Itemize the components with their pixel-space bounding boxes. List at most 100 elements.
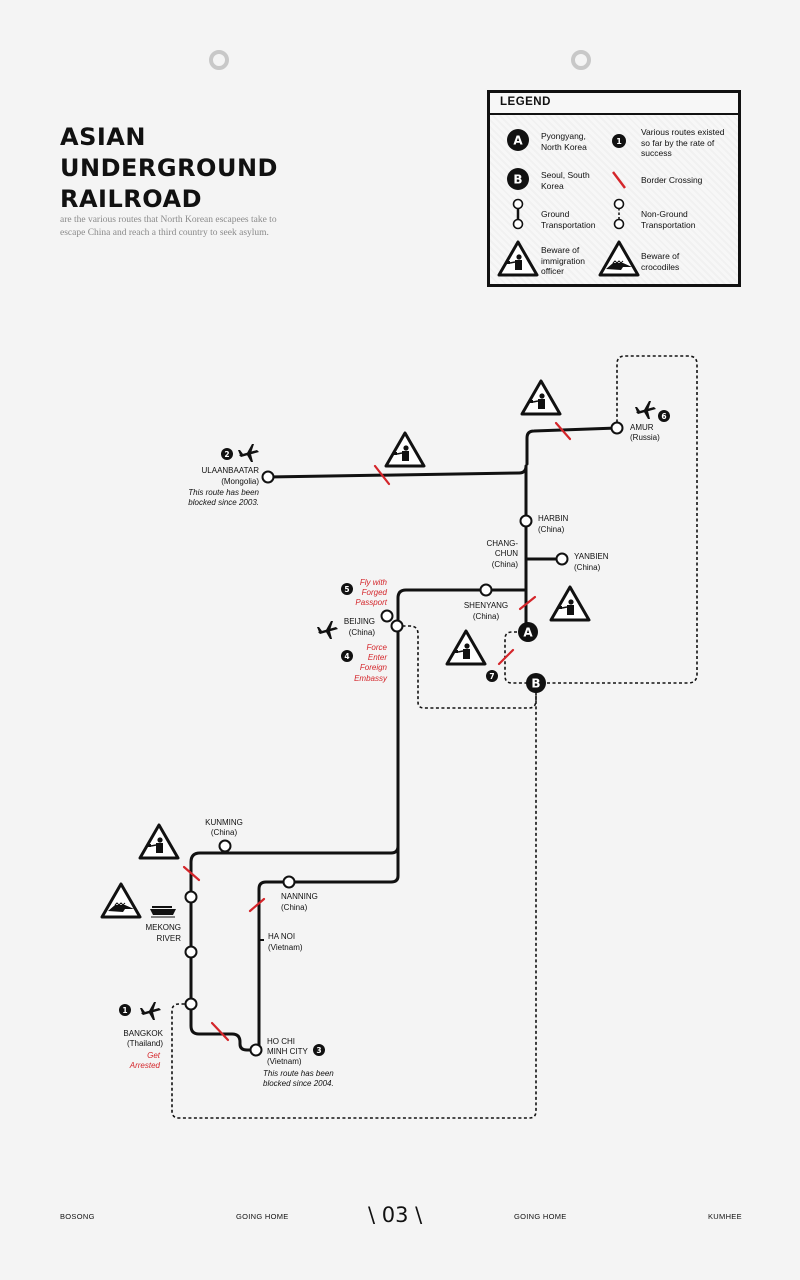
beijing-name: BEIJING xyxy=(344,617,375,626)
binder-ring-right xyxy=(571,50,591,70)
amur-name: AMUR xyxy=(630,423,654,432)
station-mekong-2 xyxy=(184,945,198,959)
route-number-badge: 4 xyxy=(341,650,353,662)
nanning-name: NANNING xyxy=(281,892,318,901)
route-1-dashed xyxy=(171,683,537,1119)
officer-warning-icon xyxy=(445,629,487,666)
route-number-badge: 1 xyxy=(119,1004,131,1016)
yanbien-name: YANBIEN xyxy=(574,552,609,561)
legend-symbols: A 1 B xyxy=(497,129,640,277)
title-line: UNDERGROUND xyxy=(60,154,278,182)
svg-text:A: A xyxy=(513,134,523,148)
officer-warning-icon xyxy=(520,379,562,416)
harbin-name: HARBIN xyxy=(538,514,568,523)
hochiminh-name-1: HO CHI xyxy=(267,1037,295,1046)
kunming-name: KUNMING xyxy=(205,818,243,827)
boat-icon xyxy=(150,906,176,918)
seoul-marker-letter: B xyxy=(531,677,540,691)
route-number-badge: 6 xyxy=(658,410,670,422)
crocodile-warning-icon xyxy=(598,240,640,277)
route-4-dashed xyxy=(397,625,537,709)
border-crossing-vietnam xyxy=(248,897,266,913)
beijing-country: (China) xyxy=(349,628,376,637)
route-number-badge: 5 xyxy=(341,583,353,595)
title-line: RAILROAD xyxy=(60,185,203,213)
title-line: ASIAN xyxy=(60,123,146,151)
hanoi-country: (Vietnam) xyxy=(268,943,303,952)
route-number-badge: 3 xyxy=(313,1044,325,1056)
legend-seoul-label: Seoul, South Korea xyxy=(541,170,590,191)
route-number-text: 2 xyxy=(224,450,229,459)
ulaanbaatar-note-2: blocked since 2003. xyxy=(188,498,259,507)
route-2-ulaanbaatar xyxy=(266,464,528,522)
legend-pyongyang-label: Pyongyang, North Korea xyxy=(541,131,587,152)
non-ground-transport-icon xyxy=(613,198,625,230)
amur-country: (Russia) xyxy=(630,433,660,442)
route4-line-1: Force xyxy=(367,643,388,652)
page-number: \ 03 \ xyxy=(368,1203,423,1227)
route-number-text: 4 xyxy=(344,652,349,661)
route5-line-3: Passport xyxy=(355,598,387,607)
page-title: ASIAN UNDERGROUND RAILROAD xyxy=(60,122,278,215)
border-crossing-mongolia xyxy=(373,464,391,486)
station-beijing-1 xyxy=(380,609,394,623)
seoul-marker-icon: B xyxy=(507,168,529,190)
footer-author-left: BOSONG xyxy=(60,1212,95,1221)
ulaanbaatar-note-1: This route has been xyxy=(188,488,259,497)
officer-warning-icon xyxy=(138,823,180,860)
nanning-country: (China) xyxy=(281,903,308,912)
route-number-text: 1 xyxy=(122,1006,127,1015)
plane-icon xyxy=(238,444,259,462)
footer-title-left: GOING HOME xyxy=(236,1212,289,1221)
ground-transport-icon xyxy=(512,198,524,230)
station-amur xyxy=(610,421,624,435)
route-number-text: 7 xyxy=(489,672,494,681)
plane-icon xyxy=(635,401,656,419)
station-nanning xyxy=(282,875,296,889)
page-subtitle: are the various routes that North Korean… xyxy=(60,215,277,238)
route-number-icon: 1 xyxy=(612,134,626,148)
station-ulaanbaatar xyxy=(261,470,275,484)
plane-icon xyxy=(317,621,338,639)
shenyang-country: (China) xyxy=(473,612,500,621)
svg-text:1: 1 xyxy=(616,137,622,146)
station-shenyang xyxy=(479,583,493,597)
station-hochiminh xyxy=(249,1043,263,1057)
legend-crocodile-label: Beware of crocodiles xyxy=(641,251,680,272)
officer-warning-icon xyxy=(549,585,591,622)
pyongyang-marker-icon: A xyxy=(507,129,529,151)
officer-warning-icon xyxy=(384,431,426,468)
changchun-name-2: CHUN xyxy=(495,549,518,558)
route-number-badge: 2 xyxy=(221,448,233,460)
bangkok-name: BANGKOK xyxy=(123,1029,163,1038)
mekong-name-1: MEKONG xyxy=(145,923,181,932)
legend-panel: LEGEND A 1 B xyxy=(487,90,741,287)
station-beijing-2 xyxy=(390,619,404,633)
route4-line-3: Foreign xyxy=(360,663,388,672)
ulaanbaatar-name: ULAANBAATAR xyxy=(202,466,260,475)
border-crossing-russia xyxy=(554,421,572,441)
station-yanbien xyxy=(555,552,569,566)
binder-ring-left xyxy=(209,50,229,70)
changchun-name-1: CHANG- xyxy=(486,539,518,548)
legend-title: LEGEND xyxy=(500,96,551,108)
bangkok-country: (Thailand) xyxy=(127,1039,163,1048)
hanoi-name: HA NOI xyxy=(268,932,295,941)
legend-officer-label: Beware of immigration officer xyxy=(541,245,585,276)
bangkok-note-2: Arrested xyxy=(129,1061,161,1070)
legend-border-label: Border Crossing xyxy=(641,175,703,185)
crocodile-warning-icon xyxy=(100,882,142,919)
hochiminh-country: (Vietnam) xyxy=(267,1057,302,1066)
route-number-badge: 7 xyxy=(486,670,498,682)
route-number-text: 5 xyxy=(344,585,349,594)
border-crossing-route7 xyxy=(497,648,515,666)
legend-ground-label: Ground Transportation xyxy=(541,209,596,230)
bangkok-note-1: Get xyxy=(147,1051,161,1060)
svg-text:B: B xyxy=(513,173,522,187)
border-crossing-cambodia xyxy=(210,1021,230,1042)
route4-line-2: Enter xyxy=(368,653,387,662)
station-bangkok xyxy=(184,997,198,1011)
route-shenyang-beijing xyxy=(257,588,528,1024)
officer-warning-icon xyxy=(497,240,539,277)
